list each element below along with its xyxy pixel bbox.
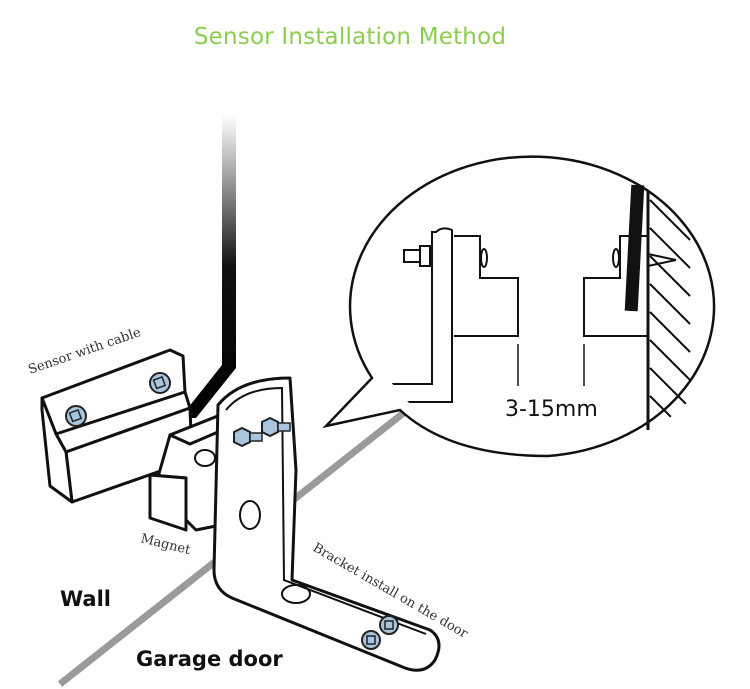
bracket-hole-upper [239, 500, 261, 530]
gap-dimension-label: 3-15mm [505, 397, 598, 422]
bracket-screw-1-icon [379, 615, 399, 635]
bracket-bolt-1-icon [233, 426, 263, 448]
wall-label: Wall [60, 587, 111, 611]
sensor-screw-left-icon [65, 405, 87, 427]
bracket-bolt-2-icon [261, 416, 291, 438]
diagram-title: Sensor Installation Method [193, 24, 507, 50]
l-bracket [212, 376, 441, 672]
sensor-body [40, 348, 194, 504]
bracket-screw-2-icon [361, 630, 381, 650]
sensor-cable [180, 115, 236, 418]
magnet-hole [194, 449, 216, 467]
bracket-hole-lower [281, 584, 311, 604]
detail-callout-bubble: 3-15mm [322, 155, 716, 458]
magnet-label: Magnet [139, 531, 193, 558]
garage-door-label: Garage door [136, 647, 283, 671]
sensor-screw-right-icon [149, 372, 171, 394]
